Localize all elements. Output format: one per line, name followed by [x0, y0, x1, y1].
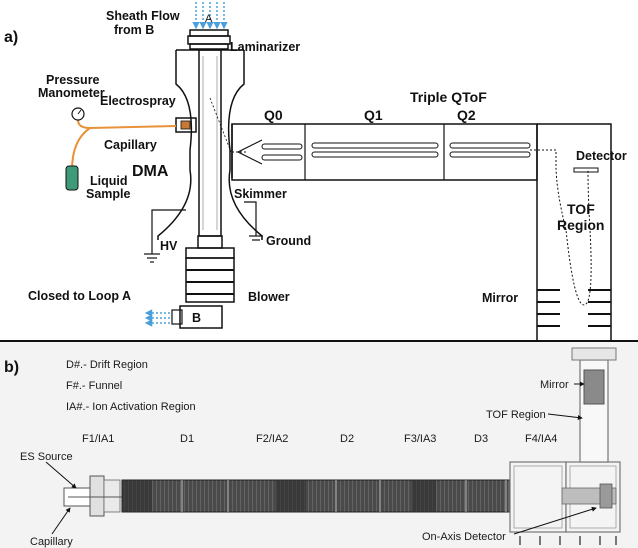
sheath-flow-arrows: [192, 2, 228, 30]
q2-rods: [449, 142, 531, 158]
pressure-manometer: [71, 107, 85, 121]
es-source-pointer: [45, 461, 77, 489]
electrospray: [175, 117, 197, 133]
dma-body: [157, 49, 263, 240]
panel-b: b) D#.- Drift Region F#.- Funnel IA#.- I…: [0, 342, 638, 548]
q2-label: Q2: [457, 107, 476, 123]
mirror-label-a: Mirror: [482, 291, 518, 305]
sample-label: Sample: [86, 187, 131, 201]
sheath-flow-source: from B: [114, 23, 154, 37]
panel-b-tag: b): [4, 359, 19, 376]
capillary-label-b: Capillary: [30, 536, 73, 548]
mirror-a: [537, 289, 611, 327]
section-f3: F3/IA3: [404, 433, 436, 445]
dma-label: DMA: [132, 163, 169, 180]
capillary-line: [77, 119, 177, 130]
legend-ion-activation: IA#.- Ion Activation Region: [66, 401, 196, 413]
tof-region-label: Region: [557, 217, 604, 233]
electrospray-label: Electrospray: [100, 94, 176, 108]
q1-rods: [311, 142, 439, 158]
panel-divider: [0, 340, 638, 342]
tof-region-label-b: TOF Region: [486, 409, 546, 421]
legend-drift: D#.- Drift Region: [66, 359, 148, 371]
blower-label: Blower: [248, 290, 290, 304]
tof-label: TOF: [567, 201, 595, 217]
tof-chamber: [509, 347, 621, 545]
sheath-letter: A: [205, 13, 213, 25]
skimmer: [231, 124, 263, 178]
section-f2: F2/IA2: [256, 433, 288, 445]
ground-symbol: [244, 201, 263, 241]
pressure-label: Pressure: [46, 73, 100, 87]
triple-qtof-label: Triple QToF: [410, 89, 487, 105]
skimmer-label: Skimmer: [234, 187, 287, 201]
blower-letter: B: [192, 311, 201, 325]
hv-source: [144, 209, 186, 263]
loop-arrows: [144, 309, 170, 327]
ion-path: [530, 149, 592, 306]
q0-rods: [261, 143, 303, 161]
q1-label: Q1: [364, 107, 383, 123]
panel-a-tag: a): [4, 29, 18, 46]
section-d3: D3: [474, 433, 488, 445]
drift-tube: [121, 479, 563, 513]
manometer-label: Manometer: [38, 86, 105, 100]
panel-a: a) A Sheath Flow from B Laminarizer: [4, 2, 627, 347]
detector-label: Detector: [576, 149, 627, 163]
liquid-label: Liquid: [90, 174, 128, 188]
section-d1: D1: [180, 433, 194, 445]
tof-region-pointer: [547, 413, 583, 420]
detector-label-b: On-Axis Detector: [422, 531, 506, 543]
es-source-label: ES Source: [20, 451, 73, 463]
laminarizer: [187, 29, 231, 50]
q0-label: Q0: [264, 107, 283, 123]
laminarizer-label: Laminarizer: [230, 40, 300, 54]
detector-pointer: [513, 506, 597, 535]
sheath-flow-label: Sheath Flow: [106, 9, 180, 23]
legend-funnel: F#.- Funnel: [66, 380, 122, 392]
section-f4: F4/IA4: [525, 433, 557, 445]
capillary-label: Capillary: [104, 138, 157, 152]
hv-label: HV: [160, 239, 178, 253]
closed-loop-label: Closed to Loop A: [28, 289, 131, 303]
detector-a: [573, 167, 599, 173]
blower: [171, 235, 235, 329]
liquid-sample-vial: [65, 165, 79, 191]
es-source: [63, 475, 122, 517]
capillary-to-sample: [71, 127, 91, 171]
mirror-label-b: Mirror: [540, 379, 569, 391]
section-f1: F1/IA1: [82, 433, 114, 445]
ground-label: Ground: [266, 234, 311, 248]
section-d2: D2: [340, 433, 354, 445]
capillary-pointer: [51, 507, 71, 535]
